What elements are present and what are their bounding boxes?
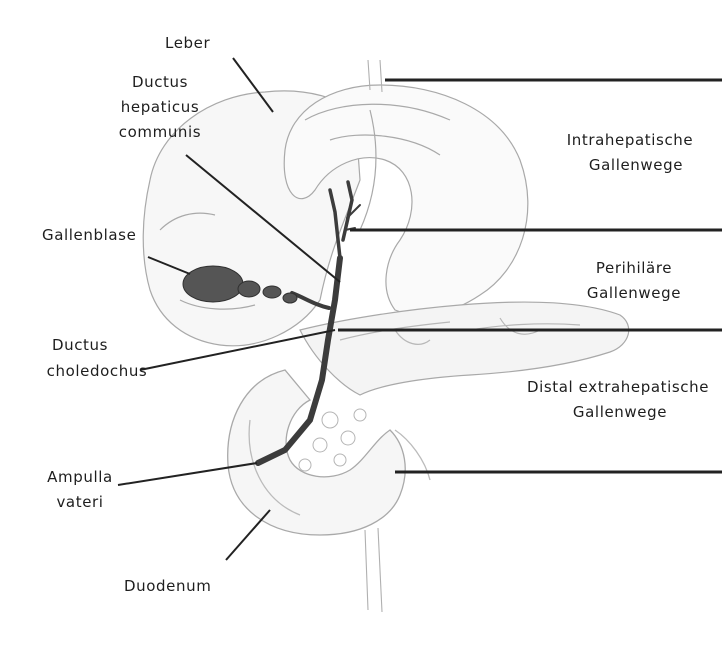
- ductus-choledochus-line-2: choledochus: [47, 362, 148, 380]
- ampulla-vateri-line-2: vateri: [56, 493, 103, 511]
- distal-line-2: Gallenwege: [573, 403, 667, 421]
- duodenum-outline: [228, 370, 430, 535]
- intrahepatische-line-1: Intrahepatische: [567, 131, 693, 149]
- label-ductus-choledochus: Ductus choledochus: [47, 336, 148, 380]
- ductus-hepaticus-line-3: communis: [119, 123, 201, 141]
- label-gallenblase: Gallenblase: [42, 226, 136, 244]
- duodenum-label: Duodenum: [124, 577, 211, 595]
- label-ductus-hepaticus-communis: Ductus hepaticus communis: [119, 73, 201, 141]
- leber-label: Leber: [165, 34, 210, 52]
- label-leber: Leber: [165, 34, 210, 52]
- ductus-hepaticus-line-1: Ductus: [132, 73, 188, 91]
- gallenblase-label: Gallenblase: [42, 226, 136, 244]
- perihilaere-line-1: Perihiläre: [596, 259, 672, 277]
- distal-line-1: Distal extrahepatische: [527, 378, 709, 396]
- label-distal-extrahepatische-gallenwege: Distal extrahepatische Gallenwege: [527, 378, 709, 421]
- ductus-hepaticus-line-2: hepaticus: [121, 98, 199, 116]
- label-duodenum: Duodenum: [124, 577, 211, 595]
- label-perihilaere-gallenwege: Perihiläre Gallenwege: [587, 259, 681, 302]
- perihilaere-line-2: Gallenwege: [587, 284, 681, 302]
- duodenum-leader: [226, 510, 270, 560]
- ductus-choledochus-line-1: Ductus: [52, 336, 108, 354]
- intrahepatische-line-2: Gallenwege: [589, 156, 683, 174]
- ampulla-vateri-line-1: Ampulla: [47, 468, 113, 486]
- label-intrahepatische-gallenwege: Intrahepatische Gallenwege: [567, 131, 693, 174]
- label-ampulla-vateri: Ampulla vateri: [47, 468, 113, 511]
